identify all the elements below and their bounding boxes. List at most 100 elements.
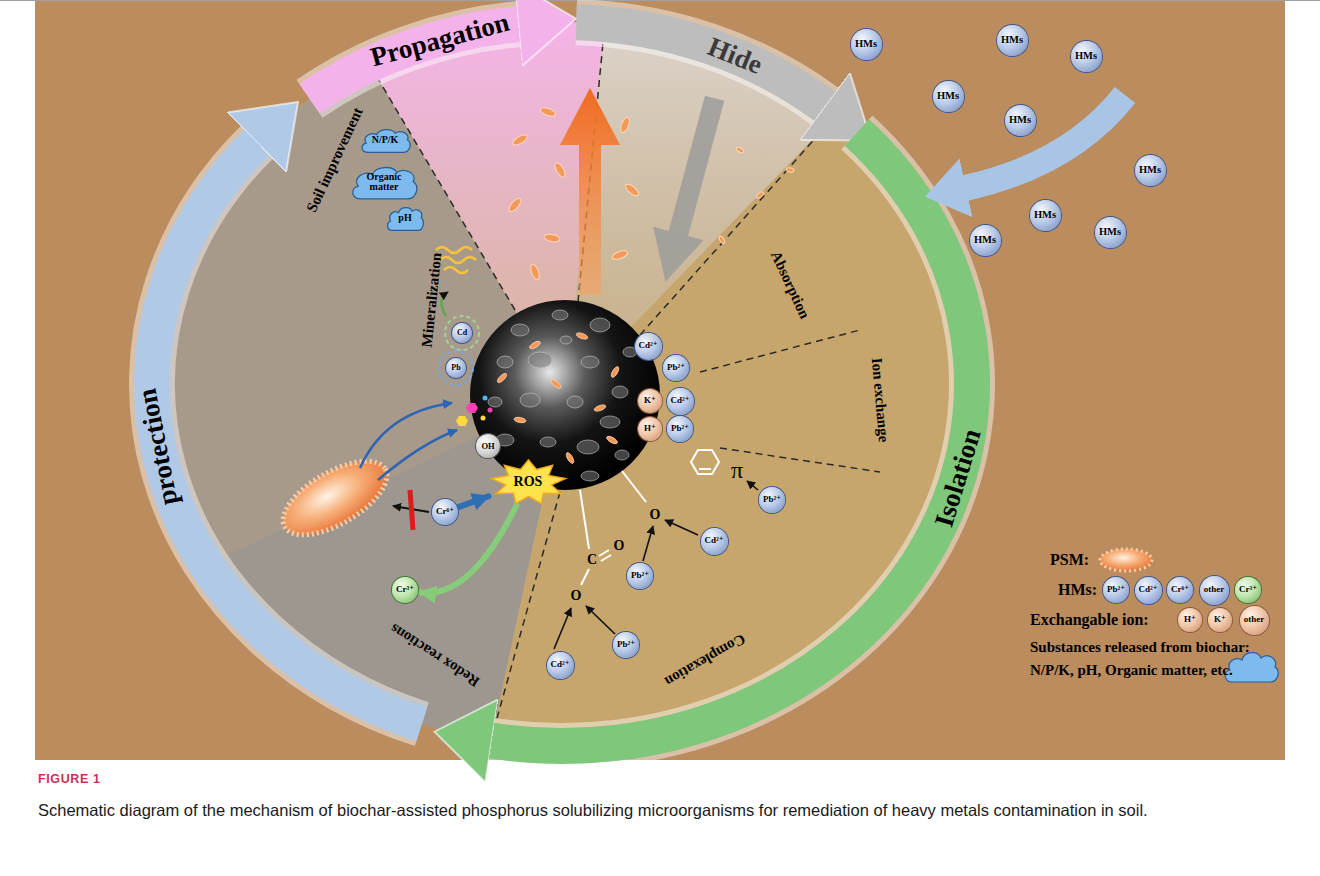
node-text: HMs — [937, 90, 959, 101]
dashed-ring — [445, 316, 479, 350]
ring-interior — [152, 22, 972, 746]
legend-text: HMs: — [1058, 581, 1097, 599]
divider — [640, 115, 836, 335]
coordination-arrows — [554, 481, 758, 649]
psm-cell — [619, 116, 631, 133]
dot — [488, 408, 493, 413]
arrow — [665, 520, 698, 535]
node-text: other — [1204, 585, 1225, 594]
node-text: Cr⁶⁺ — [1171, 585, 1189, 594]
node-text: Pb — [451, 364, 460, 372]
dot — [483, 396, 488, 401]
metal-ion-ball: Pb²⁺ — [613, 632, 639, 658]
pore — [600, 416, 620, 428]
sector-dividers — [370, 24, 881, 741]
metal-ion-ball: HMs — [1071, 41, 1102, 72]
benzene-bond — [699, 468, 711, 470]
mineralization-arrows — [360, 403, 457, 480]
psm-cells — [507, 106, 794, 281]
phosphate-hexagon — [466, 403, 478, 413]
psm-cell — [565, 452, 575, 465]
reduced-ion-ball: Cr³⁺ — [1235, 577, 1261, 603]
metal-ion-ball: HMs — [851, 29, 882, 60]
node-text: Pb²⁺ — [667, 363, 685, 372]
metal-ion-ball: Cr⁶⁺ — [1167, 577, 1193, 603]
psm-cell — [606, 435, 619, 445]
metal-ion-ball: HMs — [1005, 105, 1036, 136]
node-text: Cr³⁺ — [396, 585, 414, 594]
arrow — [643, 526, 653, 561]
node-text: HMs — [1034, 209, 1056, 220]
cloud-shape — [388, 207, 424, 230]
bond — [601, 555, 611, 561]
metal-ion-ball: HMs — [1030, 200, 1061, 231]
pore — [488, 397, 502, 407]
node-text: Cd²⁺ — [639, 341, 658, 350]
node-text: Cd²⁺ — [1139, 585, 1158, 594]
psm-cell — [496, 372, 508, 384]
psm-cell — [576, 332, 589, 341]
arrow-halo — [152, 142, 422, 724]
psm-cell — [511, 133, 528, 147]
atom-symbol: O — [571, 588, 582, 604]
arrow — [554, 608, 571, 649]
wave — [436, 247, 472, 253]
inhibition-bar — [410, 490, 413, 530]
legend-psm-sample — [1100, 549, 1152, 571]
pore — [581, 356, 599, 368]
metal-ion-ball: Pb²⁺ — [627, 563, 653, 589]
metal-ion-ball: HMs — [1135, 155, 1166, 186]
nutrient-cloud: N/P/K — [360, 127, 411, 154]
caption: Schematic diagram of the mechanism of bi… — [38, 798, 1282, 823]
propagation-sector — [370, 22, 605, 395]
atom-symbol: O — [614, 538, 625, 554]
node-text: HMs — [1099, 226, 1121, 237]
node-text: H⁺ — [644, 424, 656, 433]
ring-arrows — [152, 22, 972, 746]
exchangeable-ion-ball: H⁺ — [1178, 608, 1202, 632]
pore — [560, 336, 572, 344]
cloud-shape — [353, 167, 417, 198]
exchangeable-ion-ball: K⁺ — [638, 389, 662, 413]
nutrient-cloud: pH — [386, 205, 424, 232]
metal-ion-ball: Pb²⁺ — [663, 355, 689, 381]
mineralized-ion-ball: Pb — [446, 358, 466, 378]
pore — [552, 310, 568, 320]
divider — [720, 448, 880, 472]
divider — [700, 330, 860, 372]
psm-cell — [550, 378, 562, 390]
psm-cell — [539, 106, 556, 118]
bond — [622, 471, 646, 502]
node-text: HMs — [1009, 114, 1031, 125]
psm-cell — [718, 236, 725, 245]
metal-ion-ball: Cd²⁺ — [667, 388, 694, 415]
pi-symbol: π — [731, 457, 743, 484]
pore — [581, 471, 599, 481]
biochar-pores — [488, 310, 637, 481]
node-text: Organic matter — [362, 172, 406, 193]
psm-cell — [514, 416, 527, 423]
bond — [599, 550, 609, 556]
metal-ion-ball: Pb²⁺ — [759, 487, 785, 513]
metal-ion-ball: other — [1200, 576, 1229, 605]
psm-cell — [611, 249, 628, 261]
metal-ion-ball: HMs — [997, 25, 1028, 56]
atom-symbol: C — [587, 552, 597, 568]
node-text: H⁺ — [1184, 615, 1196, 624]
cycle-arrow — [441, 292, 448, 316]
exchangeable-ion-ball: K⁺ — [1208, 608, 1232, 632]
benzene-hexagon — [691, 450, 719, 474]
node-text: K⁺ — [644, 396, 656, 405]
node-text: Pb²⁺ — [671, 424, 689, 433]
pore — [528, 352, 552, 368]
arrow — [586, 606, 615, 634]
node-text: pH — [398, 213, 411, 224]
node-text: Cd — [457, 329, 467, 337]
node-text: Cr³⁺ — [1239, 585, 1257, 594]
metal-ion-ball: HMs — [970, 225, 1001, 256]
node-text: Cd²⁺ — [705, 536, 724, 545]
metal-ion-ball: Cr⁶⁺ — [432, 499, 458, 525]
